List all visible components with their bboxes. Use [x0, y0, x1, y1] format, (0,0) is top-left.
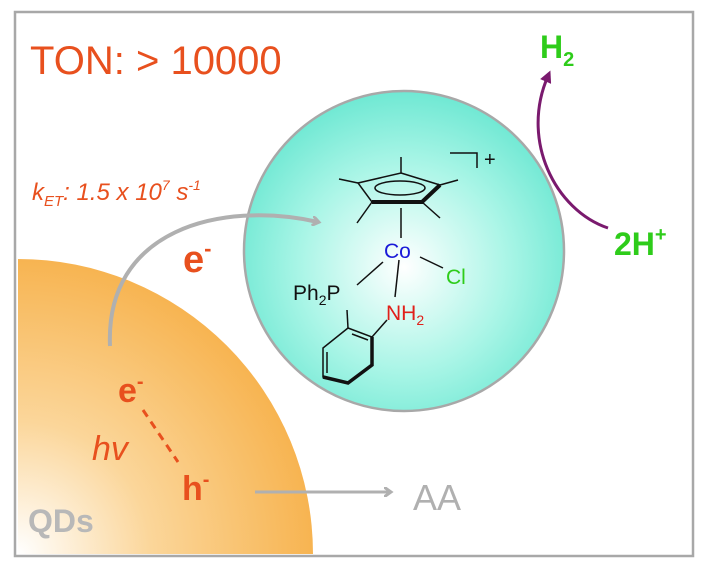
rate-constant: kET: 1.5 x 107 s-1: [32, 177, 201, 210]
exciton-dash: [141, 409, 180, 463]
h2-label: H2: [540, 29, 574, 71]
qd-electron: e-: [118, 371, 144, 410]
light-label: hv: [92, 430, 130, 468]
chloride-label: Cl: [446, 266, 466, 289]
quantum-dot: [18, 259, 313, 554]
cobalt-label: Co: [384, 240, 411, 263]
qds-label: QDs: [28, 503, 94, 539]
cobalt-complex: [322, 152, 478, 385]
qd-hole: h-: [182, 469, 209, 508]
phosphine-label: Ph2P: [293, 282, 341, 308]
transferred-electron: e-: [183, 236, 211, 281]
electron-transfer-arrow: [107, 213, 318, 347]
catalyst-sphere: [242, 89, 566, 413]
amine-label: NH2: [386, 302, 424, 328]
charge-label: +: [484, 149, 496, 171]
protons-label: 2H+: [614, 224, 667, 262]
aa-label: AA: [413, 477, 461, 518]
ton-label: TON: > 10000: [30, 39, 282, 83]
h2-evolution-arrow: [536, 70, 609, 230]
